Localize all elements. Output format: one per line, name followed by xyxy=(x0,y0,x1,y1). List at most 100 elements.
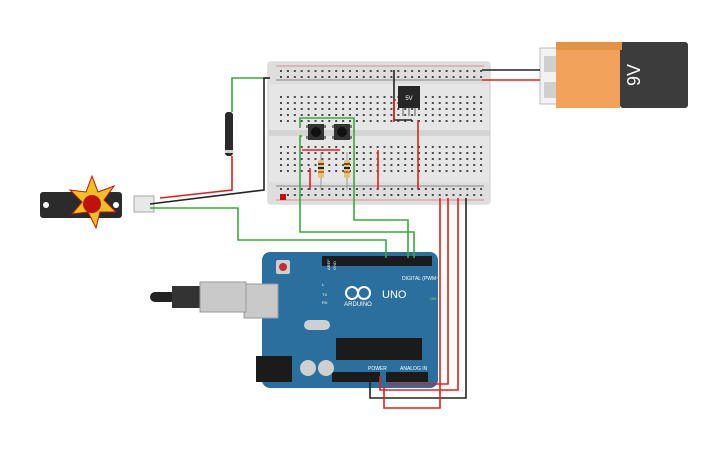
breadboard-hole[interactable] xyxy=(362,70,365,72)
breadboard-hole[interactable] xyxy=(466,194,469,196)
breadboard-hole[interactable] xyxy=(438,76,441,78)
breadboard-hole[interactable] xyxy=(300,102,303,104)
breadboard-hole[interactable] xyxy=(431,114,434,116)
breadboard-hole[interactable] xyxy=(293,164,296,166)
breadboard-hole[interactable] xyxy=(383,76,386,78)
breadboard-hole[interactable] xyxy=(390,194,393,196)
breadboard-hole[interactable] xyxy=(480,146,483,148)
breadboard-hole[interactable] xyxy=(335,70,338,72)
breadboard-hole[interactable] xyxy=(376,102,379,104)
breadboard-hole[interactable] xyxy=(307,96,310,98)
breadboard-hole[interactable] xyxy=(328,164,331,166)
breadboard-hole[interactable] xyxy=(280,108,282,110)
breadboard-hole[interactable] xyxy=(376,108,379,110)
breadboard-hole[interactable] xyxy=(390,114,393,116)
breadboard-hole[interactable] xyxy=(390,108,393,110)
breadboard-hole[interactable] xyxy=(397,108,400,110)
breadboard-hole[interactable] xyxy=(349,108,351,110)
breadboard-hole[interactable] xyxy=(280,146,282,148)
breadboard-hole[interactable] xyxy=(355,108,358,110)
breadboard-hole[interactable] xyxy=(355,114,358,116)
breadboard-hole[interactable] xyxy=(445,70,448,72)
breadboard-hole[interactable] xyxy=(390,152,393,154)
breadboard-hole[interactable] xyxy=(355,102,358,104)
breadboard-hole[interactable] xyxy=(397,120,400,122)
breadboard-hole[interactable] xyxy=(376,114,379,116)
breadboard-hole[interactable] xyxy=(404,146,407,148)
breadboard[interactable] xyxy=(267,61,491,205)
breadboard-hole[interactable] xyxy=(355,152,358,154)
breadboard-hole[interactable] xyxy=(307,194,310,196)
breadboard-hole[interactable] xyxy=(397,146,400,148)
breadboard-hole[interactable] xyxy=(445,114,448,116)
breadboard-hole[interactable] xyxy=(321,146,324,148)
breadboard-hole[interactable] xyxy=(411,76,414,78)
breadboard-hole[interactable] xyxy=(397,152,400,154)
breadboard-hole[interactable] xyxy=(466,170,469,172)
breadboard-hole[interactable] xyxy=(480,170,483,172)
breadboard-hole[interactable] xyxy=(300,164,303,166)
breadboard-hole[interactable] xyxy=(424,114,427,116)
breadboard-hole[interactable] xyxy=(418,152,420,154)
breadboard-hole[interactable] xyxy=(424,108,427,110)
breadboard-hole[interactable] xyxy=(328,76,331,78)
breadboard-hole[interactable] xyxy=(390,164,393,166)
breadboard-hole[interactable] xyxy=(369,120,372,122)
breadboard-hole[interactable] xyxy=(376,96,379,98)
breadboard-hole[interactable] xyxy=(459,170,462,172)
breadboard-hole[interactable] xyxy=(473,70,476,72)
breadboard-hole[interactable] xyxy=(342,194,345,196)
breadboard-hole[interactable] xyxy=(362,76,365,78)
breadboard-hole[interactable] xyxy=(404,114,407,116)
breadboard-hole[interactable] xyxy=(445,170,448,172)
breadboard-hole[interactable] xyxy=(466,96,469,98)
breadboard-hole[interactable] xyxy=(362,158,365,160)
breadboard-hole[interactable] xyxy=(418,120,420,122)
breadboard-hole[interactable] xyxy=(280,158,282,160)
breadboard-hole[interactable] xyxy=(300,108,303,110)
push-button-1[interactable] xyxy=(306,124,326,140)
breadboard-hole[interactable] xyxy=(314,146,317,148)
breadboard-hole[interactable] xyxy=(307,164,310,166)
diode[interactable] xyxy=(225,112,233,156)
breadboard-hole[interactable] xyxy=(349,120,351,122)
breadboard-hole[interactable] xyxy=(480,152,483,154)
breadboard-hole[interactable] xyxy=(369,114,372,116)
breadboard-hole[interactable] xyxy=(314,120,317,122)
breadboard-hole[interactable] xyxy=(438,108,441,110)
breadboard-hole[interactable] xyxy=(459,114,462,116)
breadboard-hole[interactable] xyxy=(383,70,386,72)
breadboard-hole[interactable] xyxy=(418,146,420,148)
breadboard-hole[interactable] xyxy=(328,152,331,154)
breadboard-hole[interactable] xyxy=(404,158,407,160)
breadboard-hole[interactable] xyxy=(431,96,434,98)
breadboard-hole[interactable] xyxy=(466,164,469,166)
breadboard-hole[interactable] xyxy=(424,152,427,154)
breadboard-hole[interactable] xyxy=(473,158,476,160)
breadboard-hole[interactable] xyxy=(397,170,400,172)
breadboard-hole[interactable] xyxy=(355,194,358,196)
breadboard-hole[interactable] xyxy=(314,76,317,78)
breadboard-hole[interactable] xyxy=(459,194,462,196)
breadboard-hole[interactable] xyxy=(355,96,358,98)
breadboard-hole[interactable] xyxy=(280,96,282,98)
breadboard-hole[interactable] xyxy=(362,164,365,166)
breadboard-hole[interactable] xyxy=(418,114,420,116)
breadboard-hole[interactable] xyxy=(466,120,469,122)
breadboard-hole[interactable] xyxy=(293,70,296,72)
breadboard-hole[interactable] xyxy=(418,164,420,166)
breadboard-hole[interactable] xyxy=(431,152,434,154)
breadboard-hole[interactable] xyxy=(342,146,345,148)
breadboard-hole[interactable] xyxy=(452,96,455,98)
breadboard-hole[interactable] xyxy=(404,152,407,154)
breadboard-hole[interactable] xyxy=(459,70,462,72)
breadboard-hole[interactable] xyxy=(280,188,282,190)
breadboard-hole[interactable] xyxy=(424,70,427,72)
breadboard-hole[interactable] xyxy=(321,152,324,154)
breadboard-hole[interactable] xyxy=(438,114,441,116)
breadboard-hole[interactable] xyxy=(452,120,455,122)
breadboard-hole[interactable] xyxy=(369,102,372,104)
breadboard-hole[interactable] xyxy=(397,70,400,72)
breadboard-hole[interactable] xyxy=(280,102,282,104)
breadboard-hole[interactable] xyxy=(459,120,462,122)
